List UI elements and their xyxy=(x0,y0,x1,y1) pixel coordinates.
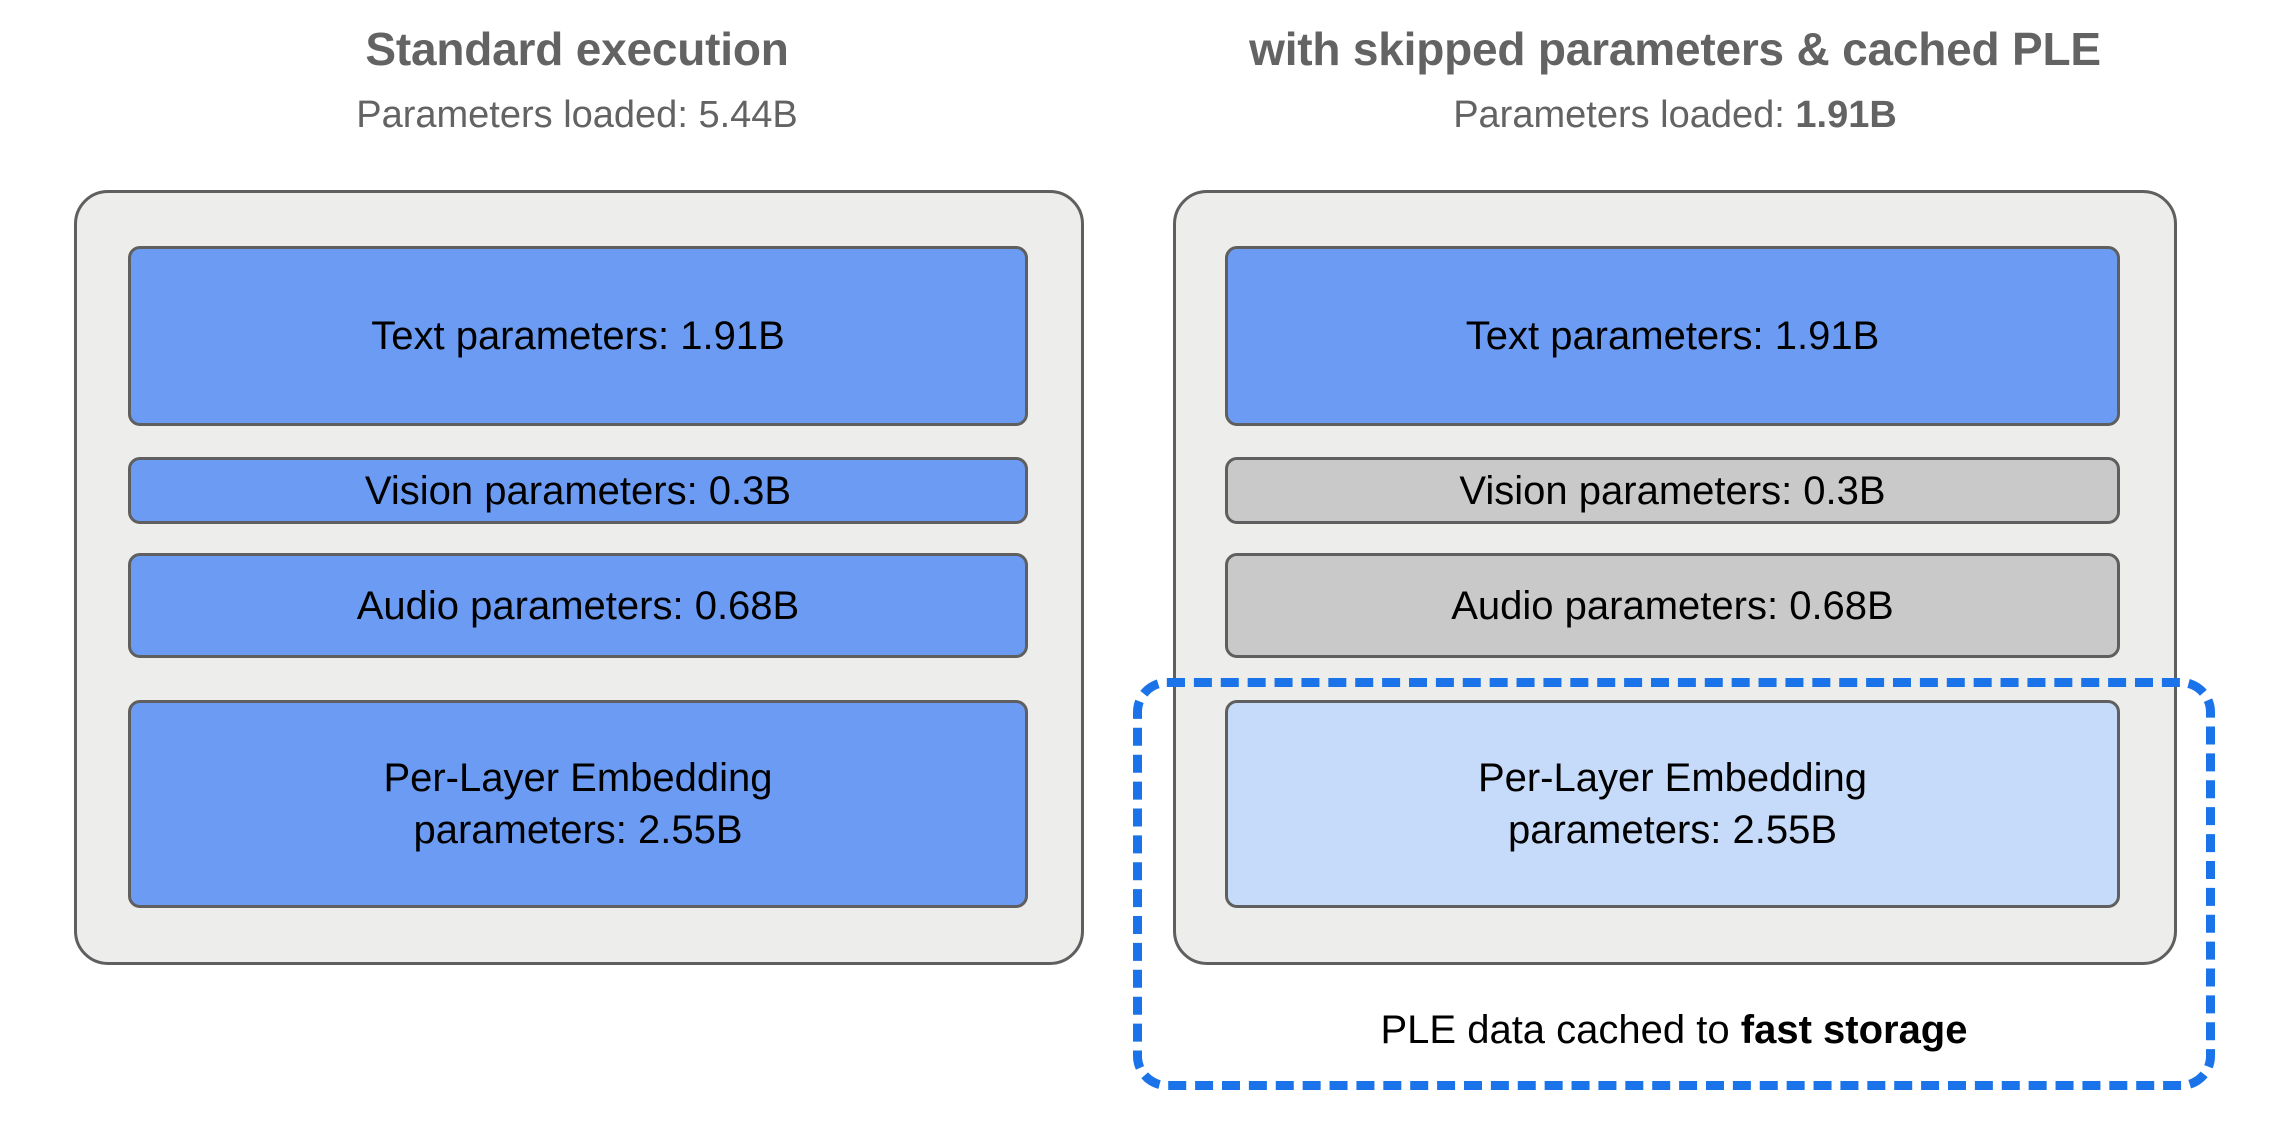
block-label: Vision parameters: 0.3B xyxy=(1459,468,1886,513)
block-label: Audio parameters: 0.68B xyxy=(1451,583,1894,628)
column-subtitle-standard: Parameters loaded: 5.44B xyxy=(74,92,1080,138)
cache-caption: PLE data cached to fast storage xyxy=(1133,1006,2215,1054)
column-header-standard: Standard execution Parameters loaded: 5.… xyxy=(74,22,1080,138)
block-optimized-audio[interactable]: Audio parameters: 0.68B xyxy=(1225,553,2120,658)
column-subtitle-standard-value: 5.44B xyxy=(698,94,798,136)
block-standard-ple[interactable]: Per-Layer Embedding parameters: 2.55B xyxy=(128,700,1028,908)
column-subtitle-standard-prefix: Parameters loaded: xyxy=(356,94,699,136)
block-label: Audio parameters: 0.68B xyxy=(356,583,800,628)
block-optimized-vision[interactable]: Vision parameters: 0.3B xyxy=(1225,457,2120,524)
block-optimized-text[interactable]: Text parameters: 1.91B xyxy=(1225,246,2120,426)
column-title-standard: Standard execution xyxy=(365,23,789,75)
block-label: Per-Layer Embedding parameters: 2.55B xyxy=(1477,756,1868,852)
column-title-optimized: with skipped parameters & cached PLE xyxy=(1249,23,2101,75)
block-label: Per-Layer Embedding parameters: 2.55B xyxy=(383,756,773,852)
block-label: Text parameters: 1.91B xyxy=(1465,314,1880,358)
cache-caption-prefix: PLE data cached to xyxy=(1380,1008,1741,1052)
block-label: Text parameters: 1.91B xyxy=(371,314,785,358)
column-subtitle-optimized-value: 1.91B xyxy=(1795,94,1897,136)
block-standard-vision[interactable]: Vision parameters: 0.3B xyxy=(128,457,1028,524)
column-header-optimized: with skipped parameters & cached PLE Par… xyxy=(1173,22,2177,138)
block-standard-audio[interactable]: Audio parameters: 0.68B xyxy=(128,553,1028,658)
block-standard-text[interactable]: Text parameters: 1.91B xyxy=(128,246,1028,426)
block-optimized-ple[interactable]: Per-Layer Embedding parameters: 2.55B xyxy=(1225,700,2120,908)
cache-caption-emphasis: fast storage xyxy=(1740,1008,1968,1052)
block-label: Vision parameters: 0.3B xyxy=(364,468,792,513)
column-subtitle-optimized-prefix: Parameters loaded: xyxy=(1453,94,1796,136)
column-subtitle-optimized: Parameters loaded: 1.91B xyxy=(1173,92,2177,138)
